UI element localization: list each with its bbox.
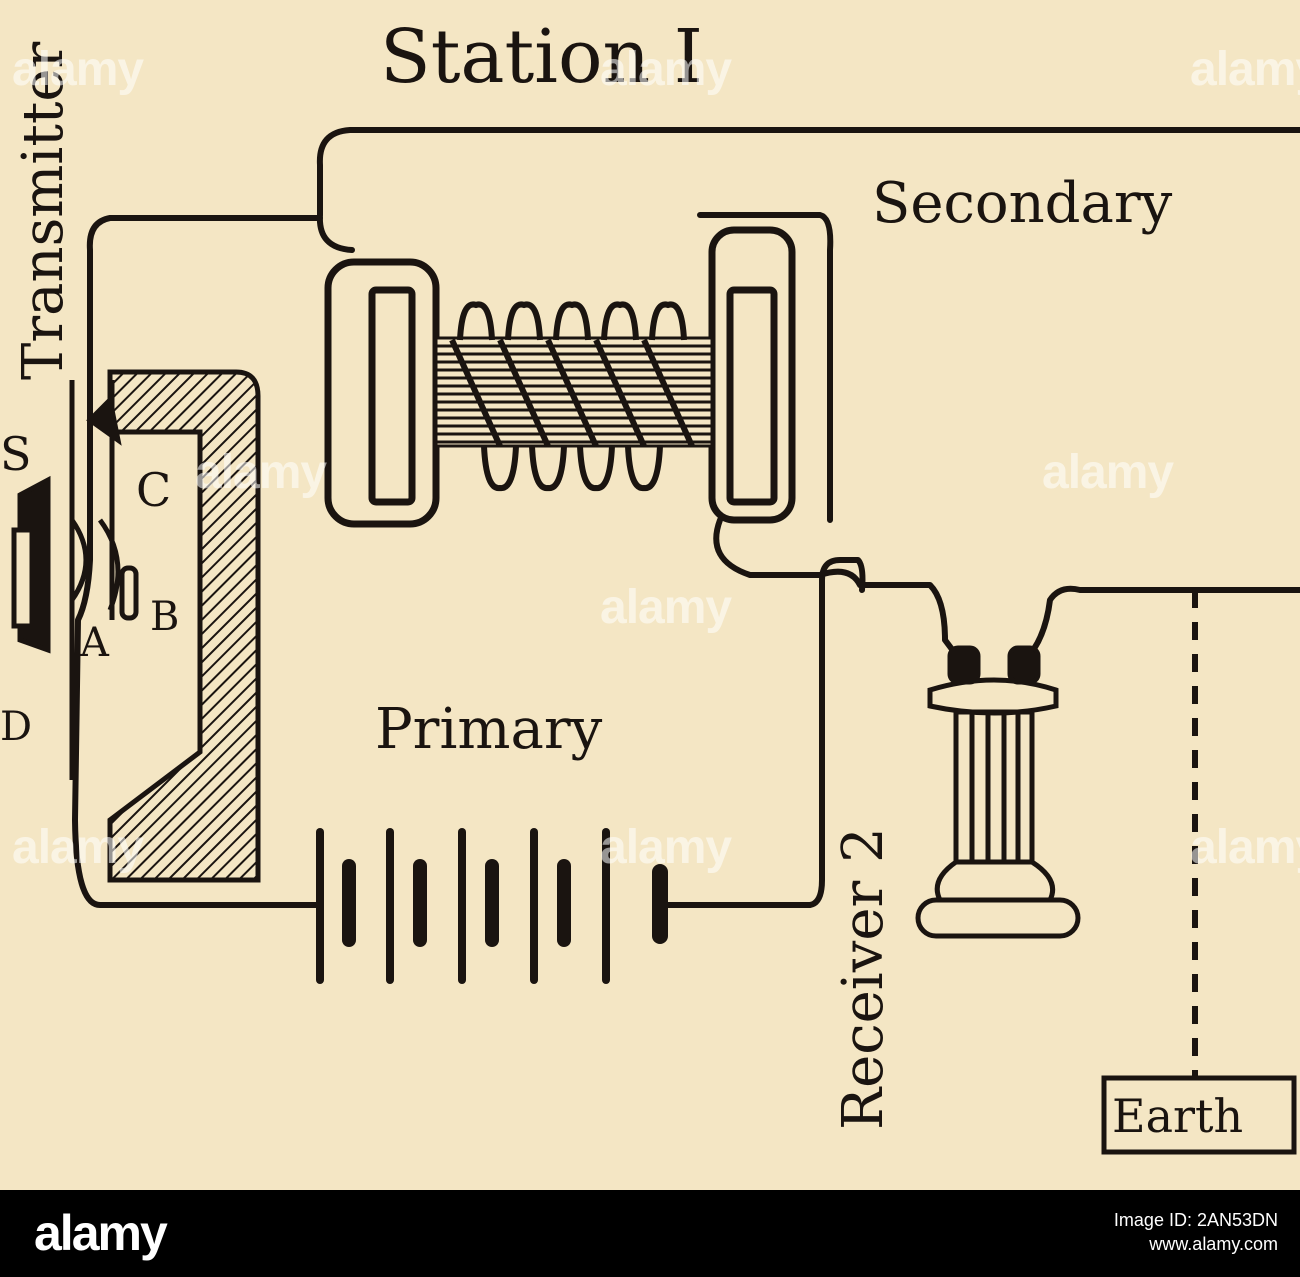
image-id: Image ID: 2AN53DN xyxy=(1113,1210,1278,1230)
label-s: S xyxy=(0,427,32,481)
watermark: alamy xyxy=(600,821,732,874)
earth-label: Earth xyxy=(1112,1089,1243,1143)
receiver-label: Receiver 2 xyxy=(831,827,896,1130)
label-b: B xyxy=(150,594,179,640)
label-c: C xyxy=(136,463,171,517)
watermark: alamy xyxy=(600,581,732,634)
station-label: Station I xyxy=(380,14,703,100)
primary-coil-feed xyxy=(697,212,834,523)
primary-left-wire xyxy=(72,215,303,908)
secondary-line-wire xyxy=(316,127,1300,253)
primary-right-wire xyxy=(677,557,866,908)
watermark: alamy xyxy=(1042,446,1174,499)
transmitter-label: Transmitter xyxy=(11,42,76,380)
logo-text: alamy xyxy=(34,1205,168,1261)
watermark: alamy xyxy=(1190,43,1300,96)
secondary-return-wire xyxy=(713,517,963,663)
earth-box xyxy=(1101,1075,1297,1155)
watermark: alamy xyxy=(12,821,144,874)
site-url: www.alamy.com xyxy=(1149,1234,1278,1254)
battery xyxy=(297,828,683,984)
watermark: alamy xyxy=(600,43,732,96)
induction-coil xyxy=(324,226,796,528)
telephone-circuit-diagram: Station I Secondary Primary Earth Transm… xyxy=(0,14,1300,1155)
receiver xyxy=(915,645,1081,939)
receiver-out-wire xyxy=(1022,585,1300,663)
watermark: alamy xyxy=(12,43,144,96)
watermark: alamy xyxy=(1190,821,1300,874)
primary-label: Primary xyxy=(375,697,603,762)
transmitter xyxy=(11,380,139,780)
alamy-logo: alamy xyxy=(30,1204,235,1264)
label-d: D xyxy=(0,704,32,750)
secondary-label: Secondary xyxy=(872,171,1173,236)
transmitter-bracket xyxy=(107,369,261,883)
watermark: alamy xyxy=(195,446,327,499)
footer-bar: alamy Image ID: 2AN53DN www.alamy.com xyxy=(0,1190,1300,1277)
label-a: A xyxy=(79,620,110,666)
image-credit: Image ID: 2AN53DN www.alamy.com xyxy=(1114,1208,1278,1256)
